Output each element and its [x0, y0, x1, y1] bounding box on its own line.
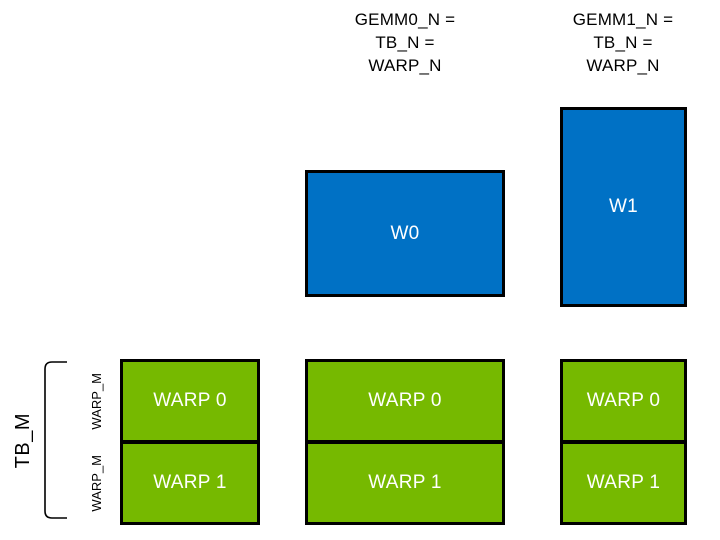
warp0-tile-label: WARP 0: [586, 390, 661, 411]
warp-tile-w0: W0: [305, 170, 505, 297]
warp-m-row0-label: WARP_M: [82, 359, 110, 443]
warp-column-left: WARP 0 WARP 1: [120, 359, 260, 525]
warp-tile-w0-label: W0: [390, 222, 420, 244]
warp1-tile-label: WARP 1: [368, 472, 442, 493]
warp1-tile: WARP 1: [305, 441, 505, 525]
warp0-tile: WARP 0: [120, 359, 260, 443]
warp-tile-w1: W1: [560, 107, 687, 307]
tb-m-axis-label: TB_M: [6, 376, 40, 506]
warp0-tile: WARP 0: [560, 359, 687, 443]
gemm1-column-header: GEMM1_N = TB_N = WARP_N: [572, 10, 674, 75]
warp-tile-w1-label: W1: [608, 196, 639, 217]
tb-m-axis-label-text: TB_M: [11, 413, 34, 469]
warp1-tile-label: WARP 1: [586, 472, 661, 493]
warp0-tile: WARP 0: [305, 359, 505, 443]
warp-column-middle: WARP 0 WARP 1: [305, 359, 505, 525]
warp-column-right: WARP 0 WARP 1: [560, 359, 687, 525]
warp0-tile-label: WARP 0: [368, 390, 442, 411]
warp0-tile-label: WARP 0: [153, 390, 227, 411]
gemm0-column-header: GEMM0_N = TB_N = WARP_N: [354, 10, 456, 75]
warp1-tile: WARP 1: [560, 441, 687, 525]
warp1-tile: WARP 1: [120, 441, 260, 525]
tb-m-bracket-icon: [44, 361, 67, 519]
warp-m-row1-label: WARP_M: [82, 441, 110, 525]
warp1-tile-label: WARP 1: [153, 472, 227, 493]
warp-m-row0-label-text: WARP_M: [88, 372, 104, 430]
warp-m-row1-label-text: WARP_M: [88, 454, 104, 512]
